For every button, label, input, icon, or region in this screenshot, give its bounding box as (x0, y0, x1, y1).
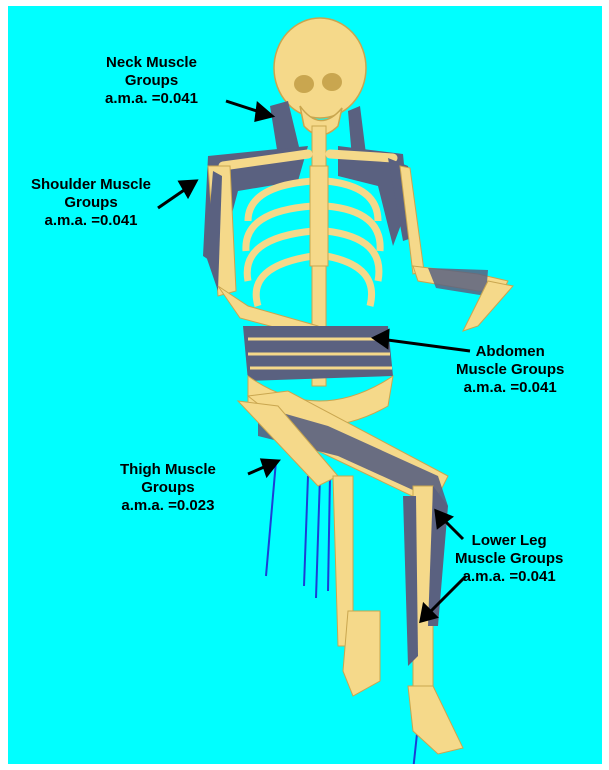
neck-label-line2: Groups (105, 72, 198, 90)
shoulder-muscle-label: Shoulder Muscle Groups a.m.a. =0.041 (31, 176, 151, 230)
lower-leg-label-line2: Muscle Groups (455, 550, 563, 568)
sternum (310, 166, 328, 266)
neck-label-line1: Neck Muscle (105, 54, 198, 72)
abdomen-label-line2: Muscle Groups (456, 361, 564, 379)
thigh-label-line3: a.m.a. =0.023 (120, 497, 216, 515)
neck-muscle-label: Neck Muscle Groups a.m.a. =0.041 (105, 54, 198, 108)
shoulder-label-line1: Shoulder Muscle (31, 176, 151, 194)
neck-label-line3: a.m.a. =0.041 (105, 90, 198, 108)
thigh-label-line1: Thigh Muscle (120, 461, 216, 479)
thigh-label-line2: Groups (120, 479, 216, 497)
shoulder-label-line2: Groups (31, 194, 151, 212)
lower-leg-label-line1: Lower Leg (455, 532, 563, 550)
shoulder-label-line3: a.m.a. =0.041 (31, 212, 151, 230)
abdomen-muscle-label: Abdomen Muscle Groups a.m.a. =0.041 (456, 343, 564, 397)
lower-leg-label-line3: a.m.a. =0.041 (455, 568, 563, 586)
musculoskeletal-model-scene: Neck Muscle Groups a.m.a. =0.041 Shoulde… (8, 6, 602, 764)
abdomen-label-line1: Abdomen (456, 343, 564, 361)
abdomen-label-line3: a.m.a. =0.041 (456, 379, 564, 397)
thigh-muscle-label: Thigh Muscle Groups a.m.a. =0.023 (120, 461, 216, 515)
lower-leg-muscle-label: Lower Leg Muscle Groups a.m.a. =0.041 (455, 532, 563, 586)
